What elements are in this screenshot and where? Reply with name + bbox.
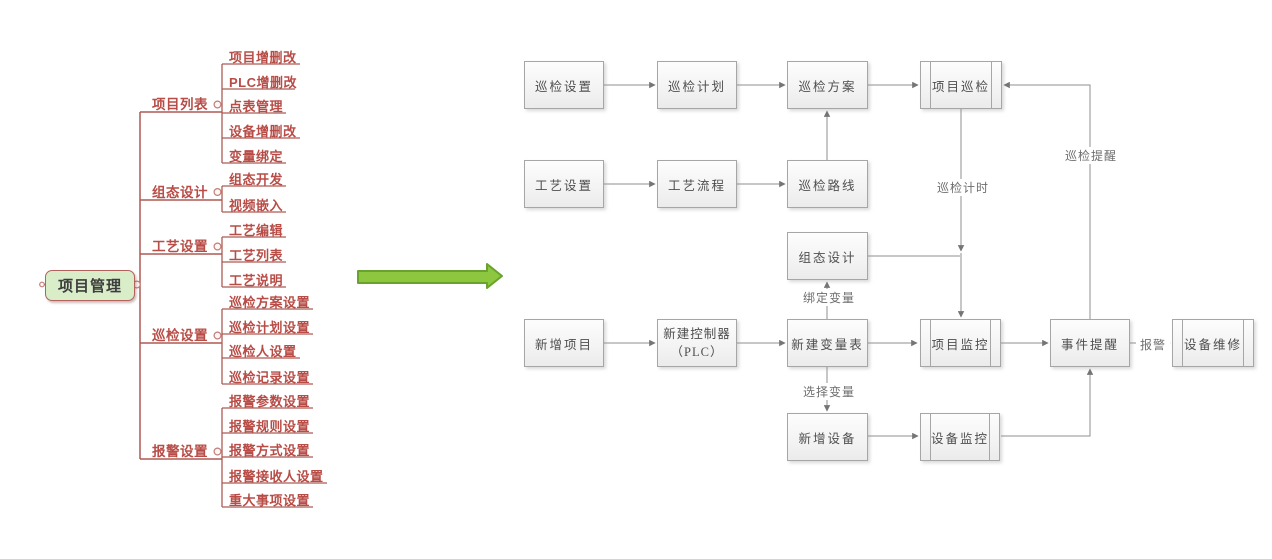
mindmap-leaf[interactable]: 巡检记录设置 (229, 370, 311, 385)
mindmap-branch-alarm-settings[interactable]: 报警设置 (152, 444, 208, 459)
mindmap-leaf[interactable]: 巡检人设置 (229, 344, 297, 359)
flow-node-scada-design[interactable]: 组态设计 (787, 232, 868, 280)
flow-node-new-controller-plc[interactable]: 新建控制器 （PLC） (657, 319, 737, 367)
flow-node-inspection-scheme[interactable]: 巡检方案 (787, 61, 868, 109)
mindmap-branch-scada-design[interactable]: 组态设计 (152, 185, 208, 200)
flow-node-label-line2: （PLC） (670, 345, 724, 359)
flow-node-label-line1: 新建控制器 (663, 326, 731, 341)
flow-node-device-maintenance[interactable]: 设备维修 (1172, 319, 1254, 367)
collapse-handle-icon[interactable] (213, 447, 222, 456)
flow-node-inspection-route[interactable]: 巡检路线 (787, 160, 868, 208)
mindmap-leaf[interactable]: 工艺说明 (229, 273, 284, 288)
mindmap-leaf[interactable]: 巡检方案设置 (229, 295, 311, 310)
flow-node-inspection-plan[interactable]: 巡检计划 (657, 61, 737, 109)
edge-label-select-variable: 选择变量 (799, 383, 859, 400)
mindmap-leaf[interactable]: 报警接收人设置 (229, 469, 324, 484)
mindmap-leaf[interactable]: 变量绑定 (229, 149, 284, 164)
mindmap-leaf[interactable]: 工艺编辑 (229, 223, 284, 238)
mindmap-lines (41, 63, 327, 508)
flowchart-edges (604, 81, 1171, 440)
flow-node-process-flow[interactable]: 工艺流程 (657, 160, 737, 208)
edge-label-inspect-timing: 巡检计时 (933, 179, 993, 196)
mindmap-leaf[interactable]: 报警规则设置 (229, 419, 311, 434)
mindmap-leaf[interactable]: PLC增删改 (229, 75, 298, 90)
mindmap-leaf[interactable]: 点表管理 (229, 99, 284, 114)
mindmap-branch-inspection-settings[interactable]: 巡检设置 (152, 328, 208, 343)
collapse-handle-icon[interactable] (213, 100, 222, 109)
mindmap-leaf[interactable]: 巡检计划设置 (229, 320, 311, 335)
flow-node-inspection-settings[interactable]: 巡检设置 (524, 61, 604, 109)
flow-node-new-device[interactable]: 新增设备 (787, 413, 868, 461)
flow-node-project-monitoring[interactable]: 项目监控 (920, 319, 1001, 367)
edge-label-alarm: 报警 (1136, 336, 1170, 353)
flow-node-project-inspection[interactable]: 项目巡检 (920, 61, 1002, 109)
mindmap-leaf[interactable]: 设备增删改 (229, 124, 297, 139)
green-right-arrow-icon (357, 263, 503, 289)
flow-node-new-project[interactable]: 新增项目 (524, 319, 604, 367)
flow-node-process-settings[interactable]: 工艺设置 (524, 160, 604, 208)
collapse-handle-icon[interactable] (213, 242, 222, 251)
mindmap-leaf[interactable]: 项目增删改 (229, 50, 297, 65)
mindmap-leaf[interactable]: 组态开发 (229, 172, 284, 187)
mindmap-leaf[interactable]: 报警参数设置 (229, 394, 311, 409)
mindmap-leaf[interactable]: 视频嵌入 (229, 198, 284, 213)
mindmap-leaf[interactable]: 报警方式设置 (229, 443, 311, 458)
edge-label-bind-variable: 绑定变量 (799, 289, 859, 306)
flow-node-new-variable-table[interactable]: 新建变量表 (787, 319, 868, 367)
collapse-handle-icon[interactable] (213, 188, 222, 197)
mindmap-branch-project-list[interactable]: 项目列表 (152, 97, 208, 112)
mindmap-root[interactable]: 项目管理 (45, 270, 135, 301)
mindmap-branch-process-settings[interactable]: 工艺设置 (152, 239, 208, 254)
flow-node-event-reminder[interactable]: 事件提醒 (1050, 319, 1130, 367)
mindmap-leaf[interactable]: 工艺列表 (229, 248, 284, 263)
collapse-handle-icon[interactable] (213, 331, 222, 340)
collapse-handle-icon[interactable] (39, 281, 45, 288)
edge-label-inspect-reminder: 巡检提醒 (1061, 147, 1121, 164)
flow-node-device-monitoring[interactable]: 设备监控 (920, 413, 1000, 461)
collapse-handles (39, 100, 222, 456)
mindmap-leaf[interactable]: 重大事项设置 (229, 493, 311, 508)
